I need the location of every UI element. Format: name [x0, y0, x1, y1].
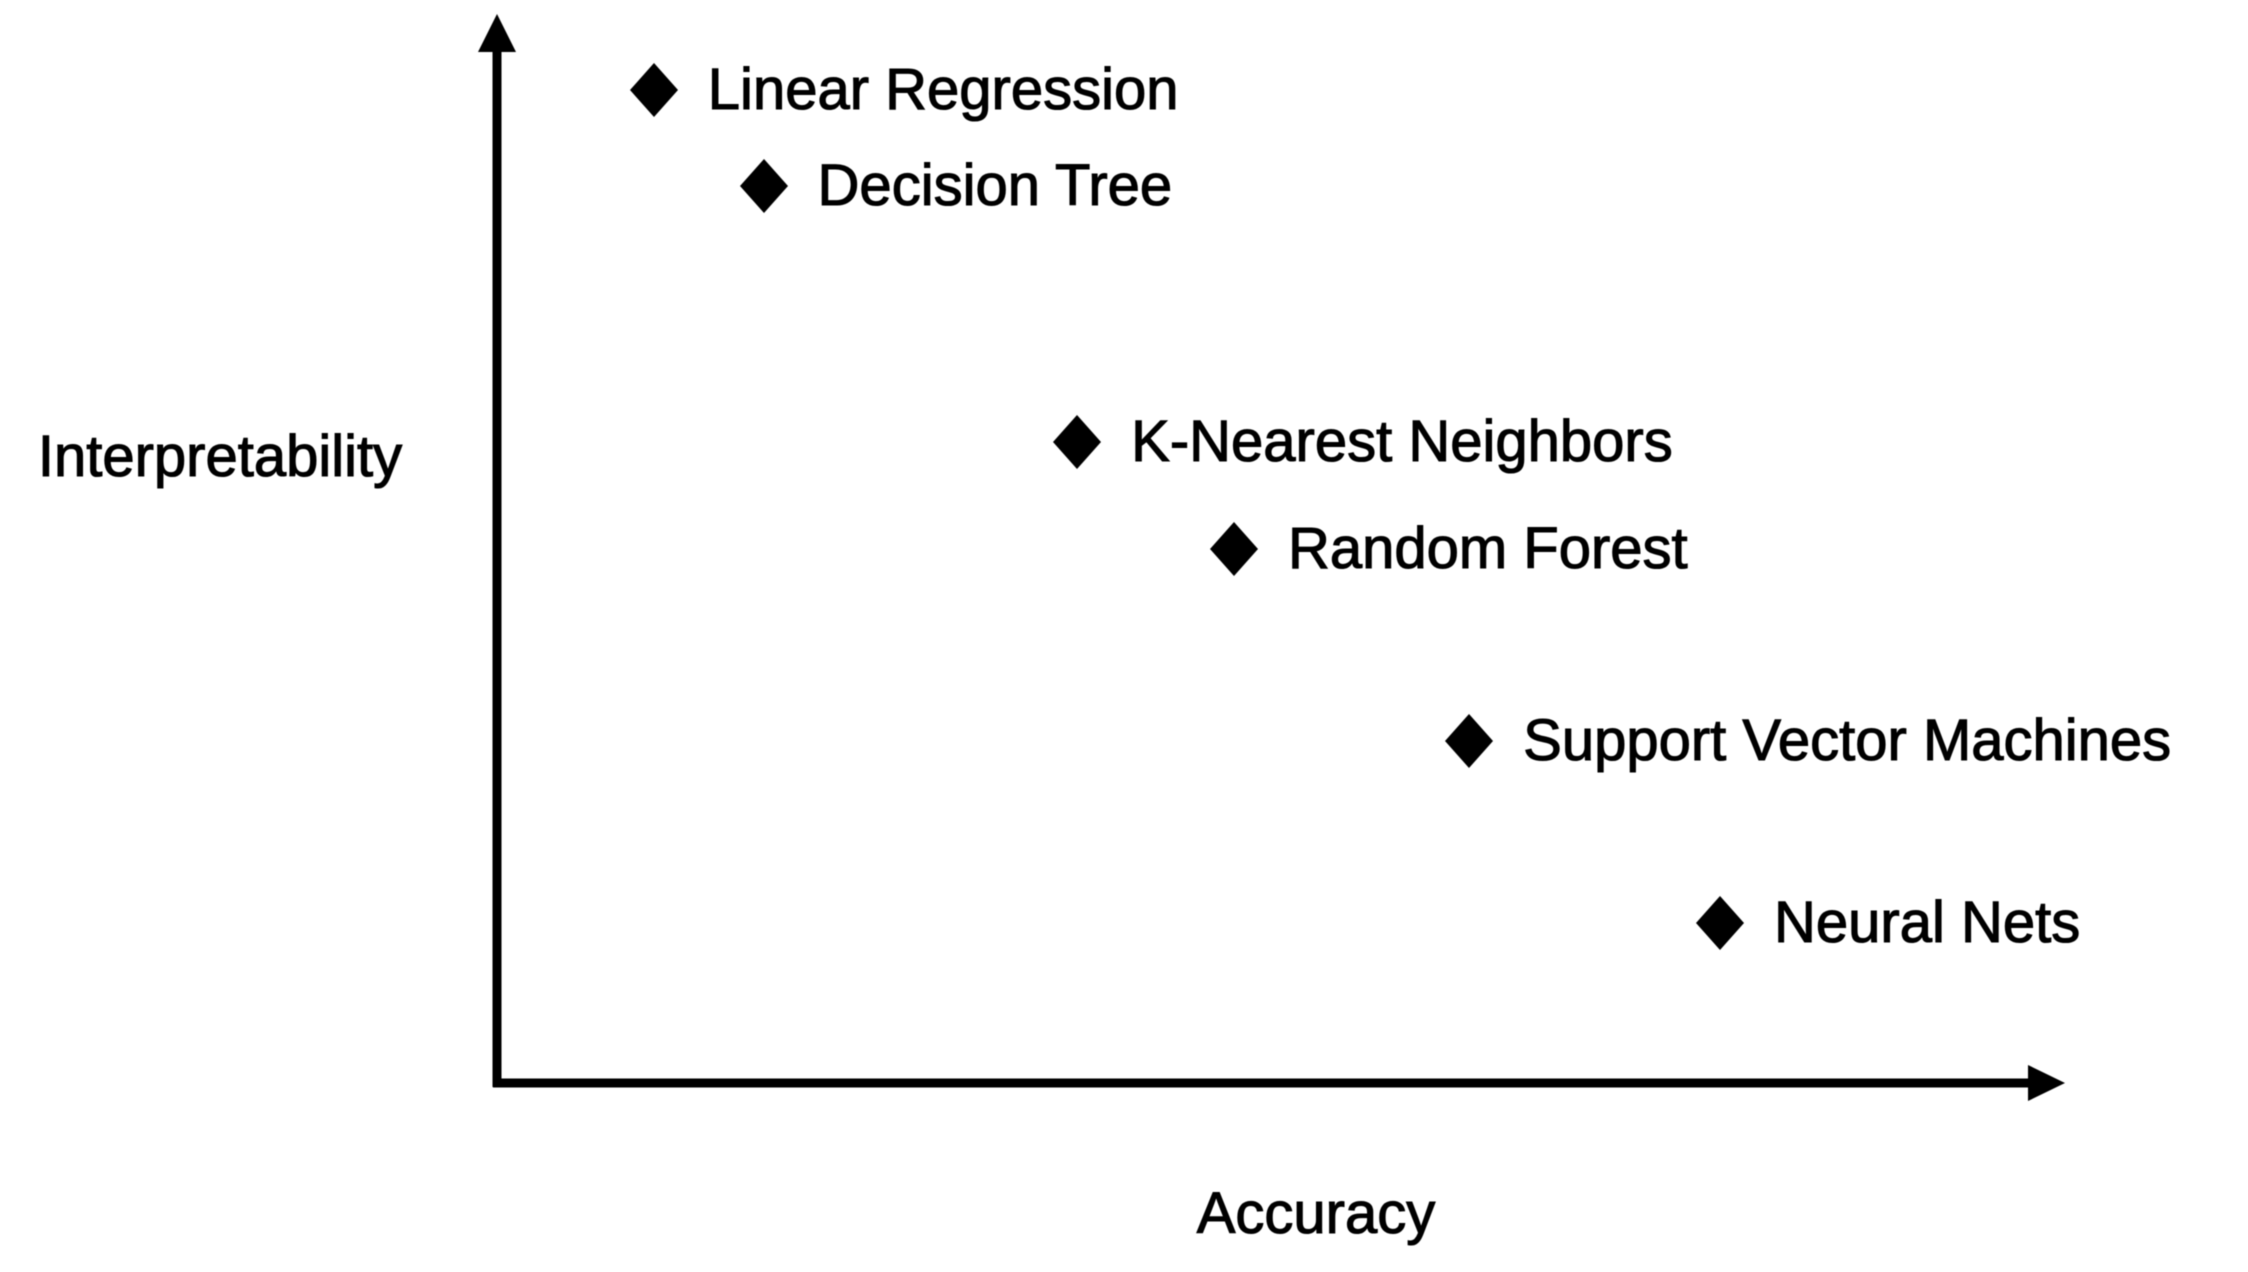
diamond-marker-icon	[739, 158, 788, 213]
diamond-marker-icon	[1053, 415, 1102, 470]
data-point: Support Vector Machines	[1445, 708, 2172, 774]
diamond-marker-icon	[629, 62, 678, 117]
data-point: Decision Tree	[739, 152, 1173, 218]
data-point: Neural Nets	[1696, 889, 2081, 955]
data-point-label: Support Vector Machines	[1523, 708, 2172, 774]
data-point: Linear Regression	[629, 56, 1179, 122]
diamond-marker-icon	[1696, 895, 1745, 950]
y-axis-arrow	[478, 14, 516, 52]
data-point-label: Linear Regression	[707, 56, 1179, 122]
x-axis-label: Accuracy	[1196, 1181, 1436, 1246]
diamond-marker-icon	[1445, 714, 1494, 769]
data-point: Random Forest	[1209, 516, 1688, 581]
data-point-label: Random Forest	[1287, 516, 1688, 581]
data-point: K-Nearest Neighbors	[1053, 409, 1674, 475]
y-axis-label: Interpretability	[37, 424, 403, 489]
data-point-label: K-Nearest Neighbors	[1131, 409, 1674, 475]
x-axis-arrow	[2028, 1065, 2065, 1101]
data-point-label: Decision Tree	[817, 152, 1173, 218]
data-point-label: Neural Nets	[1773, 889, 2081, 955]
diamond-marker-icon	[1209, 522, 1258, 576]
